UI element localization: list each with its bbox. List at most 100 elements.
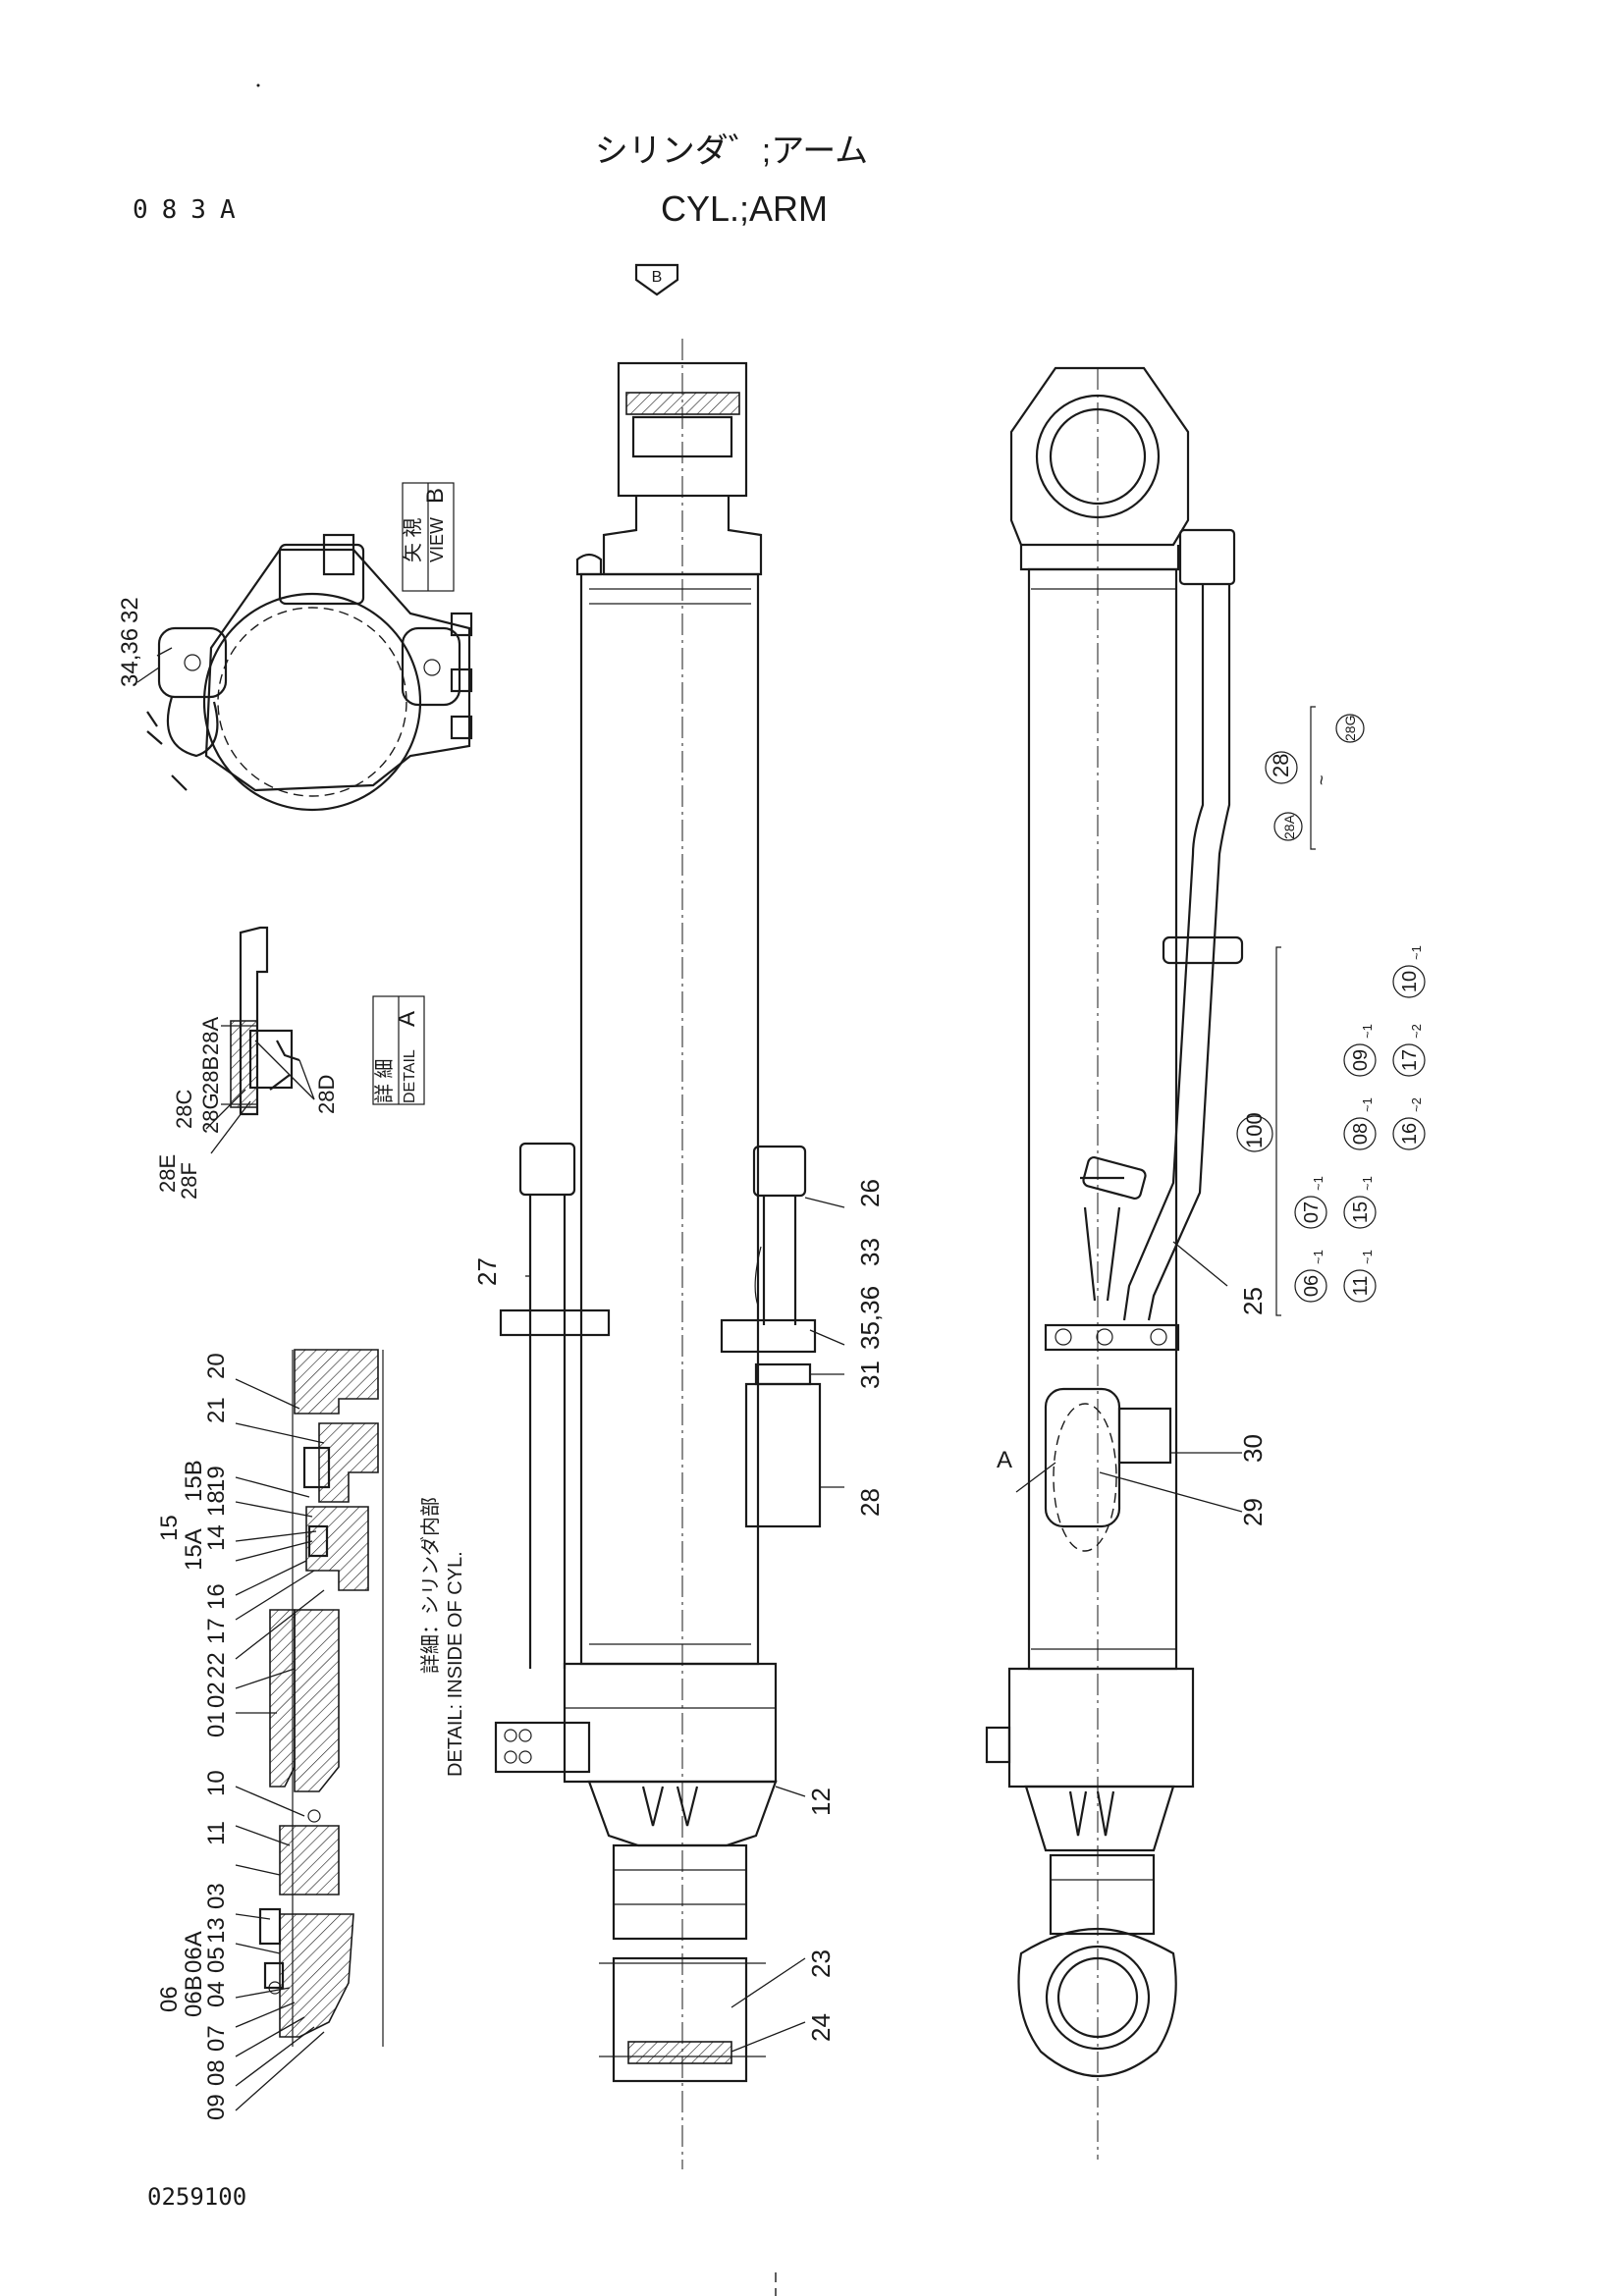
callout-19: 19 — [203, 1466, 230, 1492]
callout-02: 02 — [203, 1682, 230, 1708]
kit-100-item-circle — [1294, 1196, 1327, 1229]
title-en: CYL.;ARM — [661, 188, 828, 229]
kit-28-from: 28A — [1281, 814, 1297, 839]
callout-28a: 28A — [198, 1017, 223, 1055]
callout-16: 16 — [203, 1583, 230, 1610]
kit-100-item-circle — [1392, 1117, 1426, 1150]
kit-28-group: 28 28A ~ 28G — [1265, 706, 1365, 850]
kit-100-item-number: 07 — [1301, 1201, 1323, 1223]
callout-15: 15 — [156, 1515, 183, 1541]
view-b-arrow: B — [634, 263, 679, 296]
callout-05: 05 — [203, 1947, 230, 1973]
kit-100-item-qty: ~1 — [1360, 1097, 1375, 1112]
kit-100-item-number: 06 — [1301, 1275, 1323, 1297]
drawing-number: 0259100 — [147, 2183, 246, 2211]
callout-08: 08 — [203, 2059, 230, 2086]
kit-100-item-circle — [1392, 1043, 1426, 1077]
view-b-drawing: 矢 視 VIEW B 34,36 32 — [117, 482, 473, 812]
kit-100-main: 100 — [1242, 1112, 1267, 1148]
callout-34-36: 34,36 — [117, 628, 143, 687]
callout-17: 17 — [203, 1618, 230, 1644]
kit-100-item-qty: ~1 — [1360, 1024, 1375, 1039]
kit-28-to: 28G — [1342, 716, 1358, 741]
callout-03: 03 — [203, 1883, 230, 1909]
kit-100-item-qty: ~1 — [1311, 1176, 1325, 1191]
kit-100-item-qty: ~2 — [1409, 1097, 1424, 1112]
inside-cyl-drawing: 20 21 19 18 14 15B 15 15A 16 17 22 02 01… — [156, 1349, 466, 2120]
callout-23: 23 — [806, 1949, 836, 1978]
kit-100-item-number: 08 — [1350, 1123, 1372, 1145]
right-cylinder: A 25 29 30 — [985, 366, 1268, 2160]
callout-20: 20 — [203, 1353, 230, 1379]
callout-30: 30 — [1238, 1434, 1268, 1463]
callout-18: 18 — [203, 1490, 230, 1517]
kit-100-item-number: 09 — [1350, 1049, 1372, 1071]
kit-100-item-qty: ~1 — [1360, 1176, 1375, 1191]
callout-28e: 28E — [155, 1154, 180, 1193]
kit-100-item-number: 16 — [1399, 1123, 1421, 1145]
kit-100-item-number: 17 — [1399, 1049, 1421, 1071]
kit-28-tilde: ~ — [1312, 774, 1331, 785]
callout-29: 29 — [1238, 1498, 1268, 1526]
callout-15a: 15A — [181, 1528, 207, 1571]
kit-100-item-qty: ~1 — [1311, 1250, 1325, 1264]
callout-06b: 06B — [181, 1975, 207, 2017]
callout-26: 26 — [855, 1179, 885, 1207]
callout-22: 22 — [203, 1652, 230, 1679]
inside-cyl-label: DETAIL: INSIDE OF CYL. — [445, 1551, 466, 1777]
detail-a-letter: A — [394, 1011, 420, 1027]
callout-07: 07 — [203, 2025, 230, 2052]
kit-100-item-circle — [1343, 1196, 1377, 1229]
detail-a-label-jp: 詳 細 — [373, 1058, 396, 1103]
callout-01: 01 — [203, 1711, 230, 1737]
callout-33: 33 — [855, 1238, 885, 1266]
callout-04: 04 — [203, 1981, 230, 2007]
view-b-letter: B — [422, 488, 449, 504]
callout-13: 13 — [203, 1917, 230, 1944]
callout-28f: 28F — [177, 1162, 201, 1200]
kit-28-main: 28 — [1269, 754, 1293, 777]
callout-24: 24 — [806, 2013, 836, 2042]
detail-a-marker: A — [997, 1447, 1012, 1473]
kit-100-item-number: 10 — [1399, 971, 1421, 992]
callout-06: 06 — [156, 1986, 183, 2012]
kit-100-item-qty: ~1 — [1409, 945, 1424, 960]
detail-a-drawing: 詳 細 DETAIL A 28A 28B 28C 28G 28D 28E 28F — [155, 926, 425, 1200]
detail-a-label: DETAIL — [402, 1049, 418, 1103]
callout-10: 10 — [203, 1770, 230, 1796]
callout-28-valve: 28 — [855, 1488, 885, 1517]
kit-100-item-number: 11 — [1350, 1276, 1372, 1297]
kit-100-item-qty: ~1 — [1360, 1250, 1375, 1264]
callout-12: 12 — [806, 1788, 836, 1816]
kit-100-item-circle — [1343, 1269, 1377, 1303]
kit-100-group: 100 10~109~117~208~116~207~115~106~111~1 — [1236, 945, 1426, 1316]
kit-100-item-circle — [1392, 965, 1426, 998]
title-jp: シリンダ゛;アーム — [595, 133, 868, 170]
callout-11: 11 — [203, 1821, 230, 1845]
callout-31: 31 — [855, 1361, 885, 1389]
kit-100-item-circle — [1294, 1269, 1327, 1303]
callout-32: 32 — [117, 597, 143, 623]
callout-28g: 28G — [198, 1093, 223, 1134]
callout-14: 14 — [203, 1524, 230, 1551]
view-b-label-jp: 矢 視 — [402, 517, 424, 562]
view-b-label: VIEW — [427, 517, 447, 562]
kit-100-item-circle — [1343, 1117, 1377, 1150]
kit-100-item-circle — [1343, 1043, 1377, 1077]
callout-28d: 28D — [314, 1075, 339, 1114]
callout-15b: 15B — [181, 1460, 207, 1502]
center-cylinder: 27 26 33 35,36 31 28 12 23 24 — [472, 339, 885, 2169]
callout-28c: 28C — [172, 1090, 196, 1129]
diagram-code: 083A — [133, 195, 249, 225]
callout-35-36: 35,36 — [855, 1286, 885, 1350]
view-b-arrow-letter: B — [652, 269, 663, 286]
callout-25: 25 — [1238, 1287, 1268, 1315]
kit-100-item-qty: ~2 — [1409, 1024, 1424, 1039]
callout-09: 09 — [203, 2094, 230, 2120]
callout-21: 21 — [203, 1397, 230, 1423]
callout-28b: 28B — [198, 1056, 223, 1095]
inside-cyl-label-jp: 詳細：シリンダ内部 — [419, 1497, 442, 1674]
callout-27: 27 — [472, 1257, 502, 1286]
